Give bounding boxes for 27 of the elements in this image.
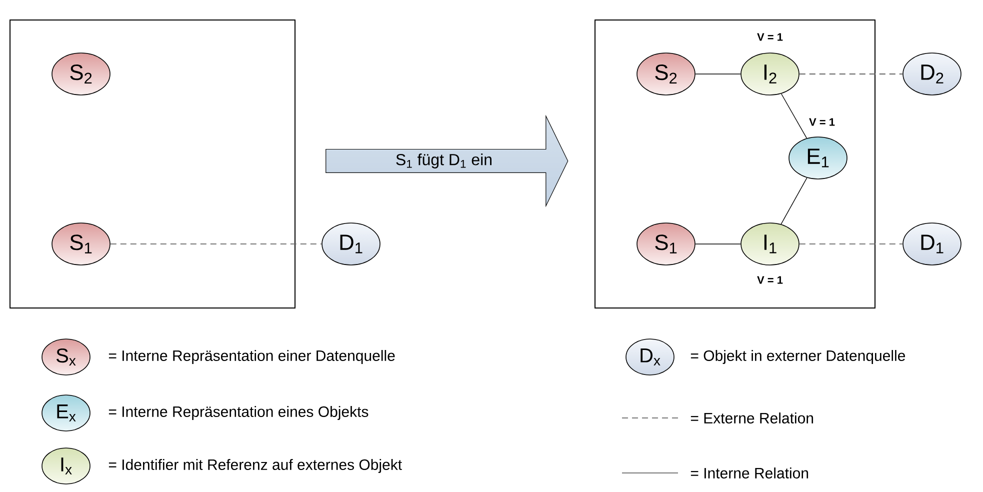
ellipse-node: S$_{x}$: [42, 338, 90, 376]
connector-line: [780, 177, 808, 225]
frame-box: [10, 20, 296, 308]
ellipse-node: S$_{2}$: [52, 52, 110, 96]
ellipse-node: S$_{1}$: [636, 222, 696, 266]
value-label: V = 1: [757, 33, 783, 41]
ellipse-node: I$_{1}$: [740, 222, 800, 266]
value-label: V = 1: [809, 118, 835, 126]
frame-box: [594, 20, 876, 308]
connector-line: [780, 93, 808, 139]
legend-text: = Identifier mit Referenz auf externes Objekt: [108, 459, 402, 473]
legend-text: = Interne Repräsentation eines Objekts: [108, 406, 368, 420]
ellipse-node: D$_{2}$: [902, 52, 962, 96]
legend-text: = Externe Relation: [690, 412, 814, 424]
ellipse-node: E$_{1}$: [788, 136, 848, 180]
legend-text: = Objekt in externer Datenquelle: [690, 350, 906, 364]
legend-text: = Interne Relation: [690, 467, 808, 478]
ellipse-node: E$_{x}$: [42, 394, 90, 432]
ellipse-node: D$_{1}$: [902, 222, 962, 266]
ellipse-node: D$_{x}$: [626, 338, 674, 376]
ellipse-node: S$_{1}$: [52, 222, 110, 266]
value-label: V = 1: [757, 276, 783, 284]
ellipse-node: I$_{2}$: [740, 52, 800, 96]
ellipse-node: I$_{x}$: [42, 448, 90, 484]
ellipse-node: D$_{1}$: [322, 222, 380, 266]
legend-text: = Interne Repräsentation einer Datenquelle: [108, 350, 395, 364]
ellipse-node: S$_{2}$: [636, 52, 696, 96]
